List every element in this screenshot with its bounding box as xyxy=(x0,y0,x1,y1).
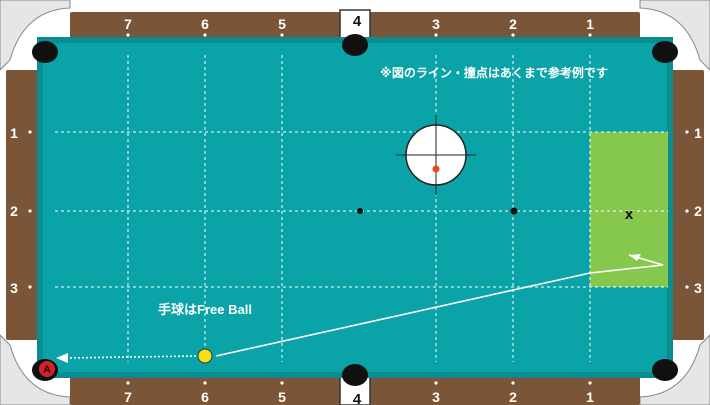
diamond-label: 3 xyxy=(432,389,440,405)
diamond-dots xyxy=(28,33,689,385)
bottom-rail-left xyxy=(70,375,340,405)
diamond-dot xyxy=(685,209,689,213)
contact-point-dot xyxy=(432,165,440,173)
diamond-dot xyxy=(434,381,438,385)
left-rail xyxy=(6,70,40,340)
note-text: ※図のライン・撞点はあくまで参考例です xyxy=(380,65,608,80)
diamond-dot xyxy=(588,33,592,37)
bottom-rail-right xyxy=(370,375,640,405)
diamond-dot xyxy=(588,381,592,385)
diamond-label: 4 xyxy=(353,391,362,405)
pocket xyxy=(342,364,368,386)
diamond-label: 7 xyxy=(124,389,132,405)
diamond-label: 5 xyxy=(278,389,286,405)
dotted-path-line xyxy=(65,355,197,359)
cue-ball xyxy=(197,348,213,364)
diamond-label: 2 xyxy=(694,203,702,219)
diamond-dot xyxy=(511,381,515,385)
diamond-dot xyxy=(28,130,32,134)
diamond-label: 3 xyxy=(694,280,702,296)
pocket xyxy=(32,41,58,63)
target-zone xyxy=(590,132,668,287)
diamond-labels-right: 1 2 3 xyxy=(694,125,702,296)
shot-paths xyxy=(56,254,664,363)
diamond-dot xyxy=(203,381,207,385)
rails xyxy=(6,12,704,405)
cue-path-line xyxy=(215,254,664,357)
reference-dot xyxy=(357,208,363,214)
diamond-dot xyxy=(434,33,438,37)
diamond-dot xyxy=(280,33,284,37)
diamond-label: 1 xyxy=(694,125,702,141)
pocket xyxy=(652,359,678,381)
diamond-dot xyxy=(28,285,32,289)
diamond-dot xyxy=(685,130,689,134)
diamond-labels-left: 1 2 3 xyxy=(10,125,18,296)
diamond-dot xyxy=(685,285,689,289)
diamond-dot xyxy=(280,381,284,385)
diamond-label: 5 xyxy=(278,16,286,32)
arrowhead xyxy=(56,353,68,363)
right-rail xyxy=(670,70,704,340)
diamond-label: 2 xyxy=(509,389,517,405)
diamond-label: 4 xyxy=(353,13,362,30)
diamond-labels-top: 7 6 5 4 3 2 1 xyxy=(124,13,594,32)
pocket xyxy=(342,34,368,56)
diamond-labels-bottom: 7 6 5 4 3 2 1 xyxy=(124,389,594,405)
diamond-label: 1 xyxy=(586,389,594,405)
top-rail-right xyxy=(370,12,640,40)
pocket-a-marker xyxy=(39,361,55,377)
diamond-label: 1 xyxy=(10,125,18,141)
pocket xyxy=(652,41,678,63)
diamond-label: 6 xyxy=(201,389,209,405)
diamond-dot xyxy=(126,33,130,37)
top-rail-left xyxy=(70,12,340,40)
cueball-label: 手球はFree Ball xyxy=(158,302,252,317)
diamond-dot xyxy=(28,209,32,213)
diamond-label: 3 xyxy=(432,16,440,32)
diamond-label: 2 xyxy=(10,203,18,219)
diamond-label: 2 xyxy=(509,16,517,32)
diamond-label: 3 xyxy=(10,280,18,296)
diamond-label: 7 xyxy=(124,16,132,32)
reference-dot xyxy=(510,207,518,215)
diamond-label: 6 xyxy=(201,16,209,32)
arrowhead xyxy=(629,254,641,261)
cloth xyxy=(40,40,670,375)
diamond-dot xyxy=(511,33,515,37)
aim-target xyxy=(396,115,476,195)
diamond-dot xyxy=(203,33,207,37)
diamond-label: 1 xyxy=(586,16,594,32)
pocket-label: A xyxy=(43,364,51,376)
zone-mark: x xyxy=(625,206,634,223)
diamond-dot xyxy=(126,381,130,385)
